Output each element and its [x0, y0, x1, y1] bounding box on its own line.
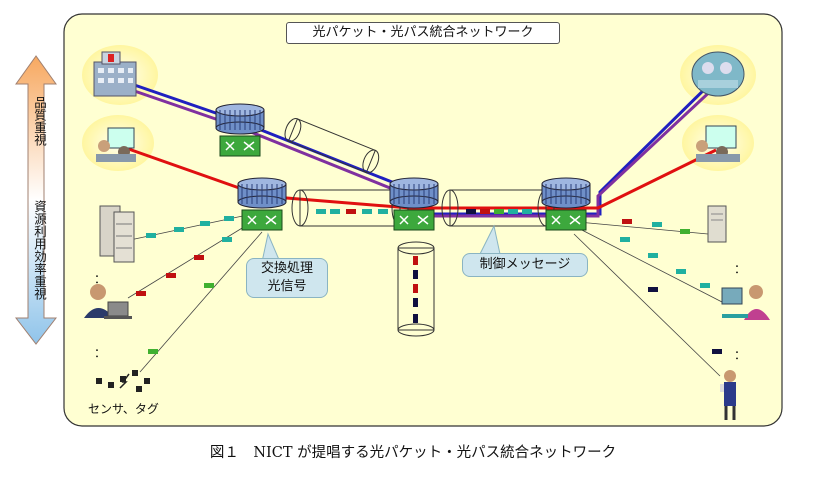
- packet-marker: [648, 253, 658, 258]
- axis-label-efficiency: 資源利用効率重視: [32, 200, 47, 300]
- packet-marker: [413, 284, 418, 293]
- optical-switch-icon: [541, 177, 591, 231]
- packet-marker: [174, 227, 184, 232]
- packet-marker: [480, 209, 490, 214]
- packet-marker: [494, 209, 504, 214]
- control-message-callout: 制御メッセージ: [462, 253, 588, 277]
- optical-switch-icon: [237, 177, 287, 231]
- packet-marker: [413, 298, 418, 307]
- phone-user-icon: [720, 370, 736, 420]
- sensor-tag-label: センサ、タグ: [88, 402, 159, 416]
- ellipsis-right-1: ：: [734, 262, 747, 276]
- packet-marker: [522, 209, 532, 214]
- packet-marker: [146, 233, 156, 238]
- packet-marker: [166, 273, 176, 278]
- diagram-title: 光パケット・光パス統合ネットワーク: [286, 22, 560, 44]
- packet-marker: [413, 270, 418, 279]
- packet-marker: [222, 237, 232, 242]
- priority-axis-arrow: [14, 55, 58, 345]
- packet-marker: [346, 209, 356, 214]
- packet-marker: [316, 209, 326, 214]
- packet-marker: [648, 287, 658, 292]
- packet-marker: [224, 216, 234, 221]
- ellipsis-right-2: ：: [734, 348, 747, 362]
- optical-switch-icon: [215, 103, 265, 157]
- packet-marker: [676, 269, 686, 274]
- path-tubes: [284, 118, 555, 337]
- packet-marker: [200, 221, 210, 226]
- packet-marker: [413, 314, 418, 323]
- video-conference-icon: [96, 127, 136, 162]
- packet-marker: [204, 283, 214, 288]
- optical-switches: [215, 103, 591, 231]
- switch-callout: 交換処理 光信号: [246, 258, 328, 298]
- packet-marker: [194, 255, 204, 260]
- packet-marker: [700, 283, 710, 288]
- figure-caption: 図１ NICT が提唱する光パケット・光パス統合ネットワーク: [209, 445, 617, 461]
- optical-packets: [136, 209, 722, 354]
- switch-callout-line1: 交換処理: [260, 261, 313, 276]
- hospital-icon: [93, 51, 137, 97]
- packet-marker: [466, 209, 476, 214]
- packet-marker: [622, 219, 632, 224]
- packet-marker: [330, 209, 340, 214]
- switch-callout-line2: 光信号: [267, 279, 307, 294]
- packet-marker: [652, 222, 662, 227]
- ellipsis-left-2: ：: [94, 346, 107, 360]
- user-laptop-icon: [84, 284, 132, 319]
- packet-marker: [680, 229, 690, 234]
- ellipsis-left-1: ：: [94, 272, 107, 286]
- packet-marker: [413, 256, 418, 265]
- packet-marker: [136, 291, 146, 296]
- pc-operator-icon: [721, 285, 770, 320]
- pc-user-icon: [707, 205, 727, 243]
- surgery-icon: [691, 51, 745, 97]
- packet-marker: [362, 209, 372, 214]
- packet-marker: [508, 209, 518, 214]
- packet-marker: [712, 349, 722, 354]
- packet-marker: [148, 349, 158, 354]
- server-icon: [99, 205, 135, 263]
- sensor-tag-icon: [96, 370, 150, 392]
- meeting-icon: [696, 125, 740, 162]
- axis-label-quality: 品質重視: [32, 96, 47, 146]
- packet-marker: [620, 237, 630, 242]
- optical-switch-icon: [389, 177, 439, 231]
- packet-marker: [378, 209, 388, 214]
